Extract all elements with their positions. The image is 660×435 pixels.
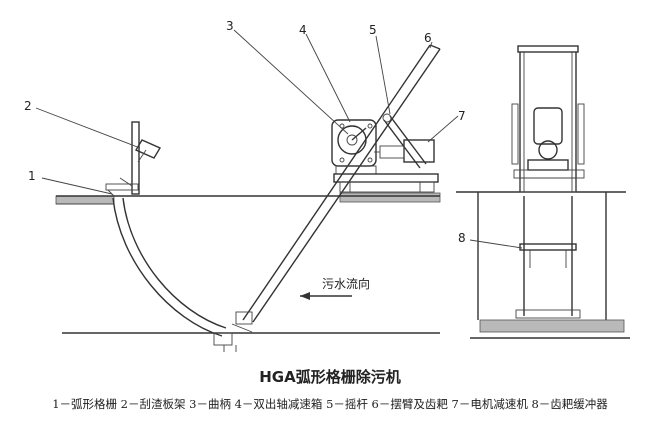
figure-title: HGA弧形格栅除污机: [259, 368, 401, 386]
flow-label: 污水流向: [322, 276, 370, 291]
callout-6: 6: [424, 31, 432, 45]
callout-8: 8: [458, 231, 466, 245]
front-view-channel: [456, 191, 630, 339]
ground-slab: [55, 192, 441, 334]
scraper-frame: [105, 121, 162, 197]
motor-reducer: [333, 139, 439, 193]
callout-4: 4: [299, 23, 307, 37]
callout-7: 7: [458, 109, 466, 123]
curved-bar-screen: [112, 197, 237, 352]
leader-lines: [35, 29, 523, 249]
callout-3: 3: [226, 19, 234, 33]
rake-buffer: [515, 196, 581, 319]
front-view-frame: [511, 45, 585, 192]
callout-1: 1: [28, 169, 36, 183]
gearbox-and-crank: [331, 119, 377, 175]
callout-5: 5: [369, 23, 377, 37]
callout-2: 2: [24, 99, 32, 113]
parts-legend: 1－弧形格栅 2－刮渣板架 3－曲柄 4－双出轴减速箱 5－摇杆 6－摆臂及齿耙…: [52, 397, 608, 411]
flow-direction-arrow: [300, 292, 352, 300]
front-view-drive: [513, 107, 585, 193]
